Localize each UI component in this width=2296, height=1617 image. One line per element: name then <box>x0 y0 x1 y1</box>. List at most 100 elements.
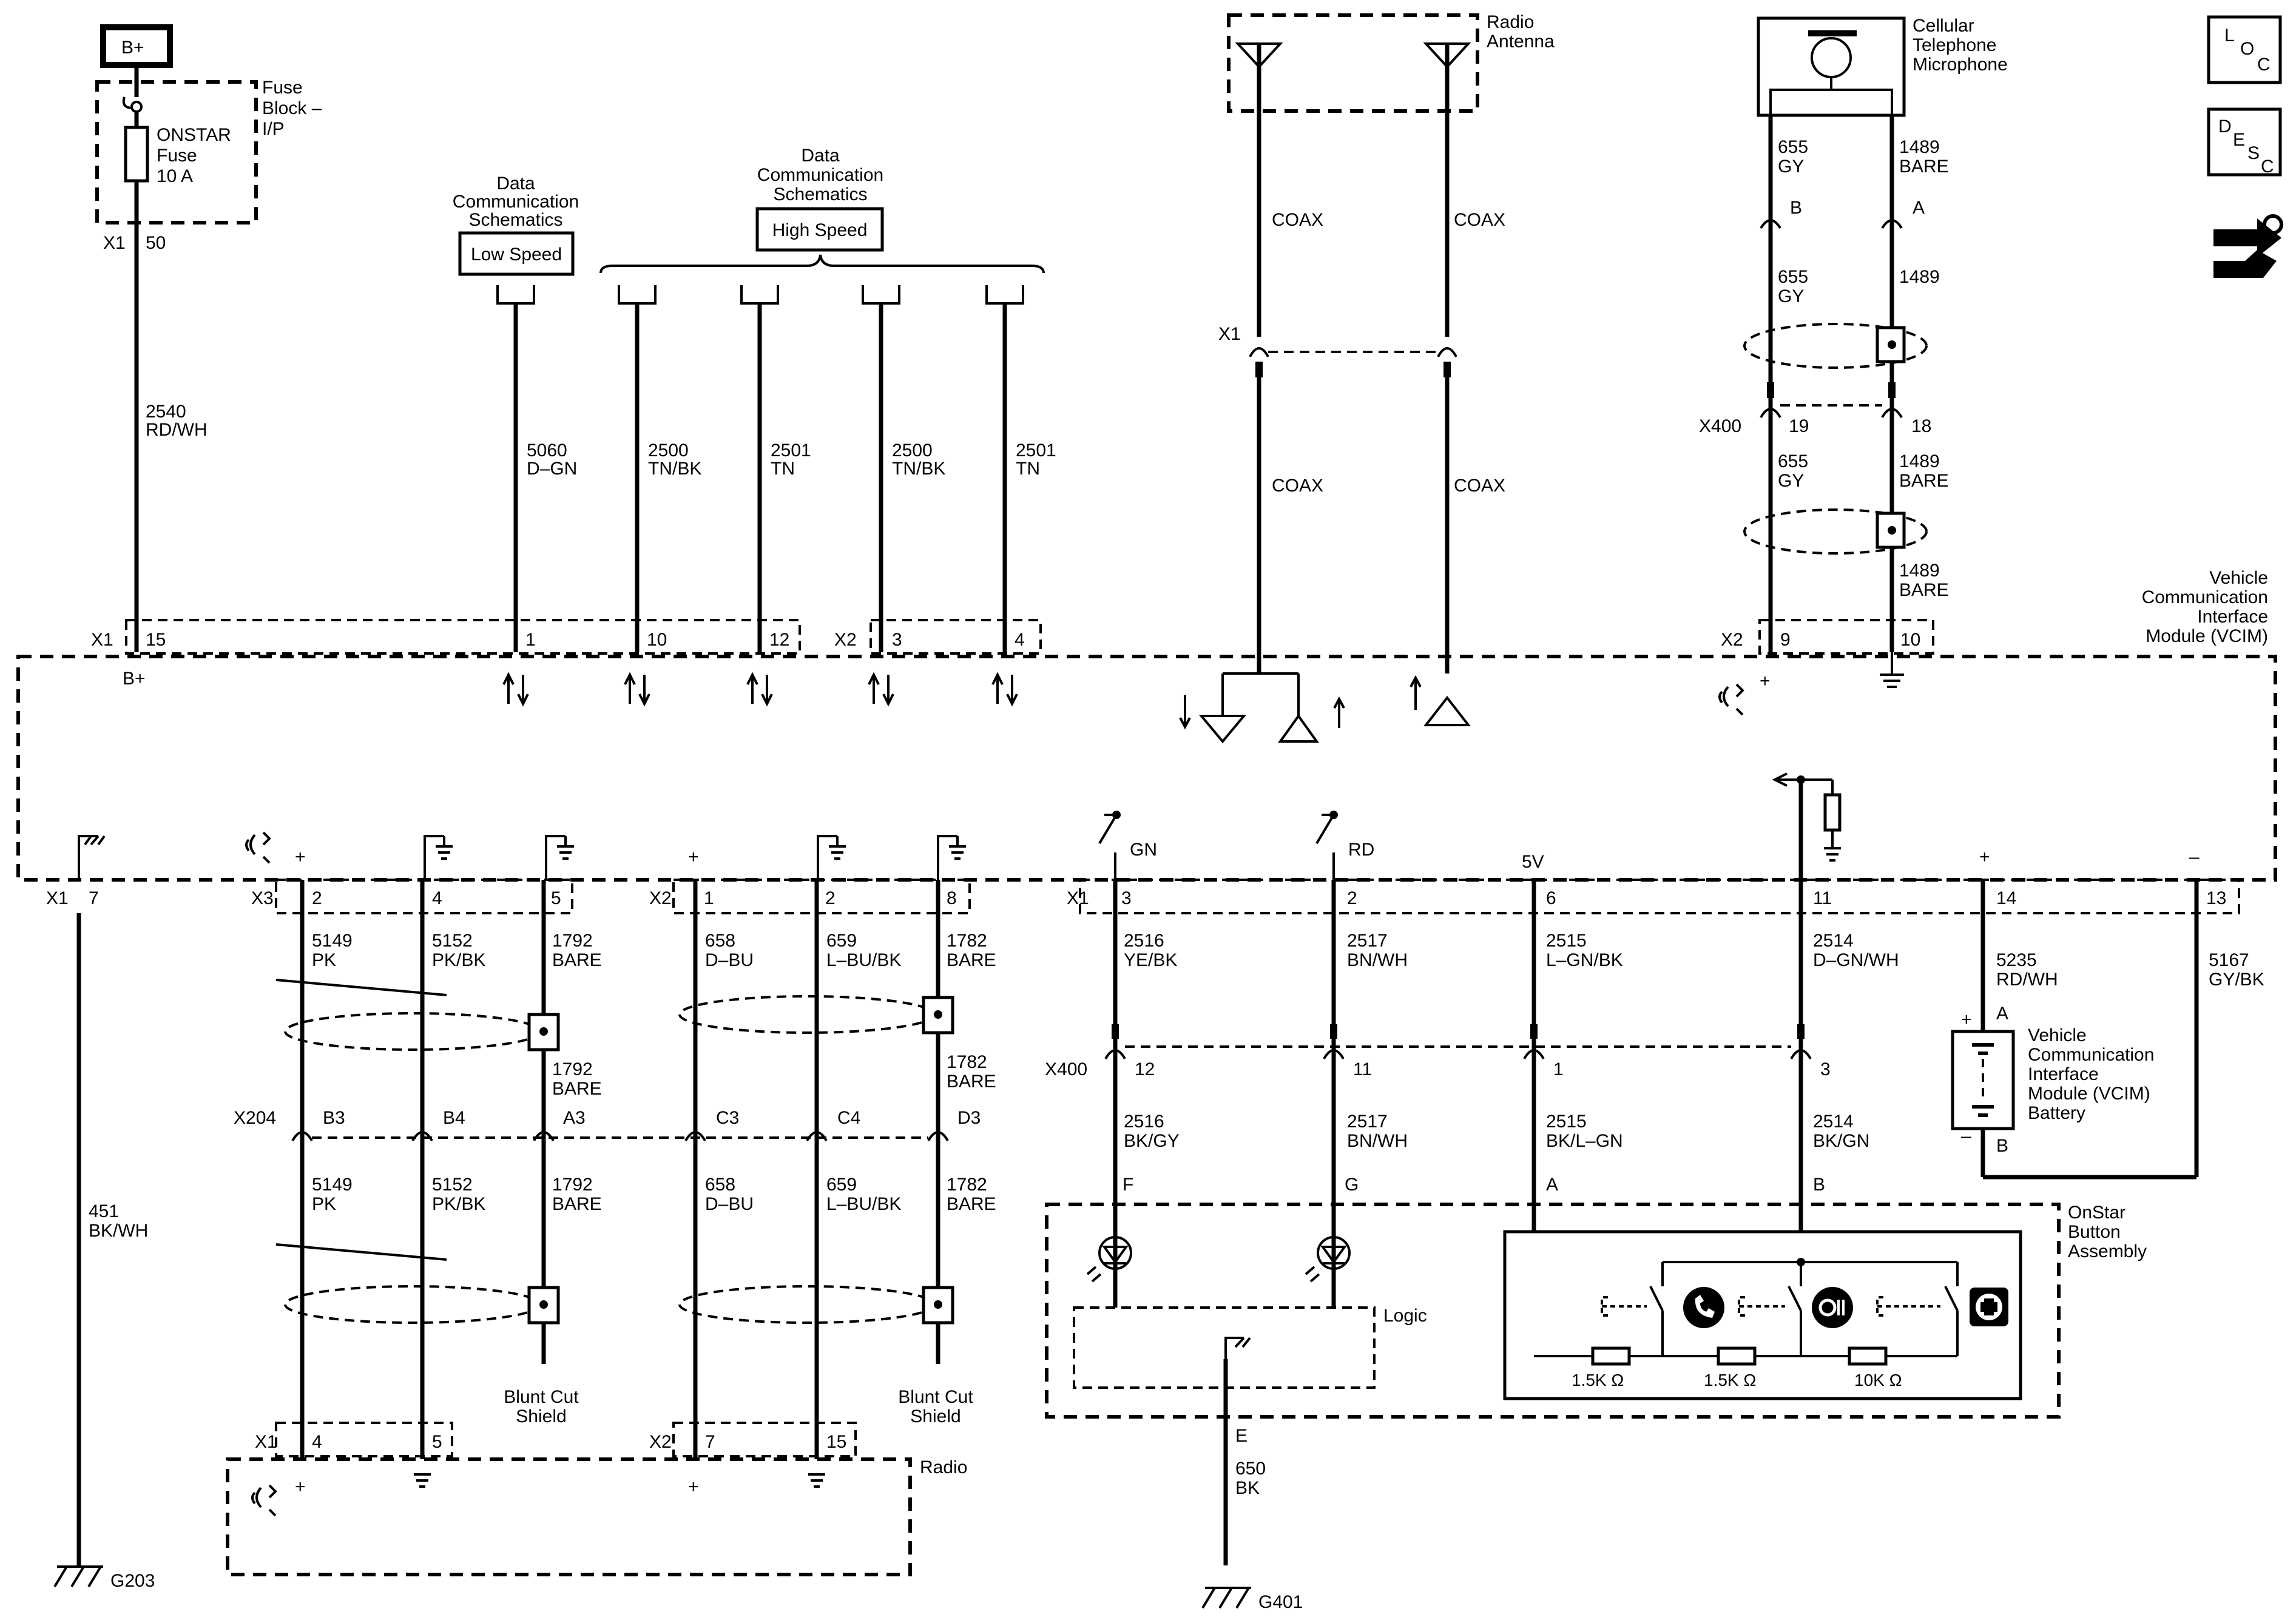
svg-text:D–GN: D–GN <box>527 459 577 479</box>
ground-wire-left: 451 BK/WH G203 <box>53 913 155 1591</box>
fuse-label: ONSTAR Fuse 10 A <box>157 125 231 186</box>
svg-text:2516: 2516 <box>1124 1112 1164 1132</box>
svg-text:2514: 2514 <box>1813 1112 1854 1132</box>
radio-label: Radio <box>920 1457 967 1477</box>
onstar-fuse <box>124 126 149 183</box>
svg-text:BARE: BARE <box>552 1079 602 1099</box>
svg-text:659: 659 <box>826 1175 857 1195</box>
svg-text:1782: 1782 <box>947 1052 987 1072</box>
antenna-ground-icon <box>1179 672 1471 744</box>
svg-text:5: 5 <box>551 888 561 908</box>
svg-text:C4: C4 <box>837 1108 860 1128</box>
battery-wires: 5235 RD/WH 5167 GY/BK <box>1980 880 2264 1180</box>
radio-x2-connector <box>672 1422 857 1457</box>
svg-text:1.5K Ω: 1.5K Ω <box>1572 1371 1624 1389</box>
svg-text:655: 655 <box>1778 267 1808 287</box>
x400-bottom-connector: X400 12 11 1 3 <box>1045 1024 1831 1079</box>
vcim-battery-icon: + – A B <box>1951 1004 2015 1156</box>
svg-text:4: 4 <box>432 888 442 908</box>
svg-text:Vehicle: Vehicle <box>2209 568 2268 588</box>
mic-wire-labels: 655 GY 1489 BARE B A 655 GY 1489 X400 19… <box>1699 137 1949 600</box>
dc-low-speed-link[interactable]: Low Speed <box>458 231 575 276</box>
svg-text:5149: 5149 <box>312 931 353 951</box>
svg-text:Interface: Interface <box>2028 1064 2099 1084</box>
svg-text:1489: 1489 <box>1899 561 1940 581</box>
svg-text:655: 655 <box>1778 451 1808 471</box>
svg-text:B4: B4 <box>443 1108 465 1128</box>
radio-shields <box>284 995 954 1325</box>
onstar-button-icon[interactable] <box>1812 1287 1853 1328</box>
loc-letter-c: C <box>2257 55 2271 75</box>
svg-text:C3: C3 <box>716 1108 739 1128</box>
svg-text:D–GN/WH: D–GN/WH <box>1813 950 1899 970</box>
desc-letter-s: S <box>2247 143 2260 163</box>
svg-text:X2: X2 <box>834 630 857 650</box>
svg-text:659: 659 <box>826 931 857 951</box>
svg-text:2500: 2500 <box>892 441 933 461</box>
svg-text:+: + <box>1760 671 1771 691</box>
svg-text:X400: X400 <box>1699 416 1741 436</box>
svg-text:L–BU/BK: L–BU/BK <box>826 950 901 970</box>
svg-text:Antenna: Antenna <box>1487 32 1555 52</box>
vcim-x2-mic-connector <box>1758 619 1934 655</box>
svg-text:Low Speed: Low Speed <box>471 245 562 265</box>
svg-text:BARE: BARE <box>552 950 602 970</box>
emergency-button-icon[interactable] <box>1970 1288 2008 1326</box>
ground-wire-right-color: BK <box>1235 1478 1260 1498</box>
svg-text:10: 10 <box>647 630 667 650</box>
svg-text:Microphone: Microphone <box>1913 55 2008 75</box>
led-green-icon <box>1086 1236 1132 1283</box>
svg-text:TN/BK: TN/BK <box>892 459 945 479</box>
svg-text:Communication: Communication <box>2028 1045 2154 1065</box>
svg-text:2501: 2501 <box>1016 441 1056 461</box>
svg-text:BARE: BARE <box>1899 471 1949 491</box>
microphone-label: Cellular Telephone Microphone <box>1913 16 2008 75</box>
svg-text:10: 10 <box>1900 630 1920 650</box>
svg-text:BK/WH: BK/WH <box>89 1221 148 1241</box>
radio-antenna-outline <box>1227 13 1479 113</box>
svg-text:F: F <box>1123 1175 1133 1195</box>
vcim-top-pin-labels: X1 15 1 10 12 X2 3 4 X2 9 10 <box>91 630 1920 650</box>
svg-text:G401: G401 <box>1258 1592 1303 1612</box>
led-red-icon <box>1305 1236 1351 1283</box>
svg-text:Data: Data <box>801 146 840 166</box>
svg-text:BARE: BARE <box>1899 157 1949 177</box>
svg-text:GY: GY <box>1778 471 1804 491</box>
resistor-labels: 1.5K Ω 1.5K Ω 10K Ω <box>1572 1371 1902 1389</box>
antenna-icon <box>1235 42 1471 69</box>
svg-text:2515: 2515 <box>1546 1112 1587 1132</box>
svg-text:6: 6 <box>1546 888 1556 908</box>
svg-text:ONSTAR: ONSTAR <box>157 125 231 145</box>
svg-text:15: 15 <box>146 630 166 650</box>
svg-text:D–BU: D–BU <box>705 950 754 970</box>
svg-text:+: + <box>1979 847 1990 867</box>
shield-drain-labels: 1792 BARE 1782 BARE <box>552 1052 996 1099</box>
blunt-cut-labels: Blunt Cut Shield Blunt Cut Shield <box>504 1387 973 1426</box>
svg-text:BARE: BARE <box>947 1194 996 1214</box>
svg-text:TN: TN <box>771 459 795 479</box>
navigation-arrows-icon[interactable] <box>2213 214 2283 278</box>
svg-text:RD: RD <box>1348 840 1374 860</box>
desc-letter-c: C <box>2261 157 2274 177</box>
svg-text:GY/BK: GY/BK <box>2209 970 2264 990</box>
radio-wire-labels-lower: 5149 PK 5152 PK/BK 1792 BARE 658 D–BU 65… <box>312 1175 996 1214</box>
radio-pin-labels: X1 4 5 X2 7 15 <box>255 1432 846 1452</box>
dc-high-speed-link[interactable]: High Speed <box>755 207 884 252</box>
vcim-x1-top-connector <box>125 619 801 655</box>
svg-text:X3: X3 <box>251 888 274 908</box>
svg-text:BK/GN: BK/GN <box>1813 1131 1869 1151</box>
svg-text:10 A: 10 A <box>157 166 193 186</box>
svg-text:PK: PK <box>312 950 336 970</box>
svg-text:X400: X400 <box>1045 1059 1087 1079</box>
svg-text:Data: Data <box>496 174 535 194</box>
svg-text:–: – <box>2189 847 2200 867</box>
desc-button[interactable]: D E S C <box>2207 107 2282 177</box>
svg-text:PK: PK <box>312 1194 336 1214</box>
phone-button-icon[interactable] <box>1683 1287 1724 1328</box>
svg-text:E: E <box>1235 1426 1248 1446</box>
loc-button[interactable]: L O C <box>2207 15 2282 84</box>
fuse-block-label: Fuse Block – I/P <box>262 78 322 139</box>
radio-wire-labels-upper: 5149 PK 5152 PK/BK 1792 BARE 658 D–BU 65… <box>312 931 996 970</box>
svg-text:B: B <box>1790 198 1802 218</box>
svg-text:7: 7 <box>89 888 99 908</box>
